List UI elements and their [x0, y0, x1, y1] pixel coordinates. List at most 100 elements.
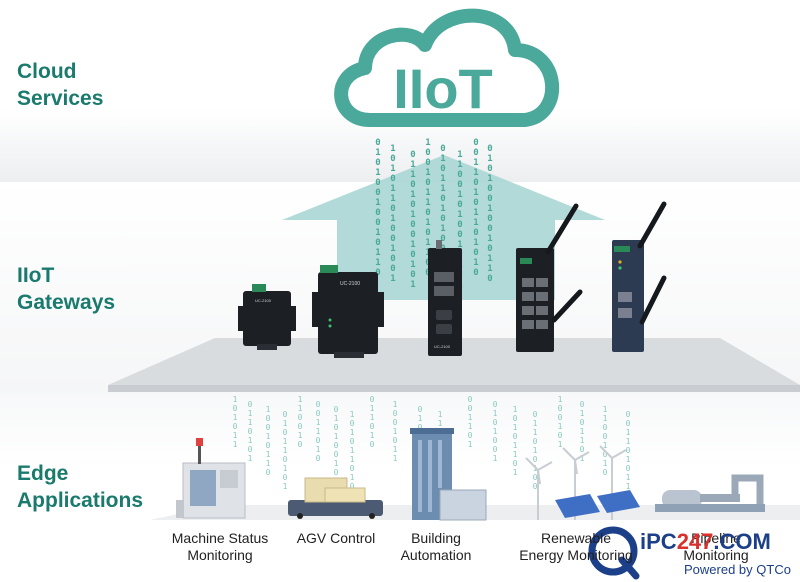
binary-digit: 0 — [248, 445, 253, 454]
binary-digit: 0 — [473, 268, 478, 278]
binary-digit: 1 — [266, 432, 271, 441]
binary-digit: 1 — [410, 260, 415, 270]
binary-digit: 0 — [266, 468, 271, 477]
binary-digit: 0 — [440, 194, 445, 204]
binary-digit: 0 — [425, 178, 430, 188]
binary-digit: 0 — [248, 400, 253, 409]
gateway-device-small: UC-2100 — [238, 284, 296, 350]
binary-digit: 1 — [350, 446, 355, 455]
binary-digit: 1 — [473, 238, 478, 248]
binary-digit: 1 — [473, 168, 478, 178]
binary-digit: 1 — [533, 428, 538, 437]
binary-digit: 1 — [487, 264, 492, 274]
binary-digit: 0 — [375, 208, 380, 218]
binary-digit: 1 — [603, 441, 608, 450]
binary-digit: 1 — [375, 228, 380, 238]
binary-digit: 0 — [580, 400, 585, 409]
binary-digit: 1 — [316, 445, 321, 454]
solar-panel — [555, 494, 600, 518]
binary-digit: 0 — [375, 178, 380, 188]
binary-digit: 0 — [487, 244, 492, 254]
building-icon — [410, 428, 487, 521]
binary-digit: 0 — [440, 234, 445, 244]
binary-digit: 0 — [457, 220, 462, 230]
binary-digit: 0 — [390, 204, 395, 214]
binary-digit: 0 — [493, 445, 498, 454]
binary-digit: 0 — [393, 418, 398, 427]
binary-digit: 1 — [410, 240, 415, 250]
binary-digit: 1 — [410, 160, 415, 170]
binary-digit: 0 — [410, 180, 415, 190]
binary-digit: 1 — [266, 459, 271, 468]
binary-digit: 1 — [440, 224, 445, 234]
binary-digit: 0 — [298, 413, 303, 422]
binary-digit: 1 — [248, 409, 253, 418]
binary-digit: 1 — [473, 258, 478, 268]
gateway-device-medium: UC-2100 — [312, 265, 384, 358]
binary-digit: 1 — [316, 418, 321, 427]
binary-digit: 0 — [457, 230, 462, 240]
binary-digit: 0 — [375, 238, 380, 248]
binary-digit: 1 — [580, 436, 585, 445]
binary-digit: 1 — [440, 174, 445, 184]
binary-digit: 0 — [626, 419, 631, 428]
binary-digit: 1 — [533, 446, 538, 455]
binary-digit: 1 — [468, 422, 473, 431]
binary-digit: 1 — [457, 190, 462, 200]
binary-digit: 1 — [283, 419, 288, 428]
binary-digit: 0 — [410, 150, 415, 160]
binary-digit: 0 — [487, 164, 492, 174]
binary-digit: 0 — [580, 418, 585, 427]
binary-digit: 0 — [283, 455, 288, 464]
binary-digit: 0 — [390, 224, 395, 234]
binary-digit: 0 — [283, 428, 288, 437]
binary-digit: 1 — [370, 431, 375, 440]
binary-digit: 1 — [425, 138, 430, 148]
binary-digit: 0 — [457, 180, 462, 190]
gateway-device-lte — [612, 201, 667, 352]
app-label-agv: AGV Control — [296, 530, 376, 546]
binary-digit: 1 — [468, 413, 473, 422]
binary-digit: 1 — [626, 455, 631, 464]
binary-digit: 0 — [626, 464, 631, 473]
binary-digit: 1 — [457, 150, 462, 160]
binary-digit: 1 — [248, 454, 253, 463]
binary-digit: 0 — [425, 208, 430, 218]
watermark-tagline: Powered by QTCo — [684, 562, 791, 577]
binary-digit: 1 — [580, 427, 585, 436]
binary-digit: 1 — [410, 280, 415, 290]
cloud-icon — [334, 8, 560, 127]
binary-digit: 1 — [334, 459, 339, 468]
binary-digit: 1 — [425, 168, 430, 178]
binary-digit: 1 — [457, 210, 462, 220]
binary-digit: 1 — [487, 174, 492, 184]
binary-digit: 1 — [468, 440, 473, 449]
binary-digit: 1 — [440, 154, 445, 164]
watermark-brand: iPC247.COM — [640, 529, 771, 554]
binary-digit: 1 — [493, 427, 498, 436]
binary-digit: 1 — [298, 404, 303, 413]
binary-digit: 1 — [390, 214, 395, 224]
binary-digit: 0 — [473, 138, 478, 148]
binary-digit: 0 — [626, 410, 631, 419]
binary-digit: 0 — [440, 144, 445, 154]
binary-digit: 0 — [350, 437, 355, 446]
binary-digit: 0 — [410, 250, 415, 260]
binary-digit: 1 — [513, 405, 518, 414]
binary-digit: 0 — [316, 409, 321, 418]
watermark-logo — [588, 526, 640, 580]
binary-digit: 0 — [393, 409, 398, 418]
binary-digit: 0 — [334, 441, 339, 450]
binary-digit: 0 — [233, 404, 238, 413]
binary-digit: 0 — [390, 174, 395, 184]
binary-digit: 0 — [283, 410, 288, 419]
binary-digit: 0 — [558, 404, 563, 413]
binary-digit: 1 — [457, 240, 462, 250]
binary-digit: 1 — [473, 218, 478, 228]
binary-digit: 0 — [468, 431, 473, 440]
binary-digit: 0 — [418, 405, 423, 414]
binary-digit: 1 — [487, 154, 492, 164]
